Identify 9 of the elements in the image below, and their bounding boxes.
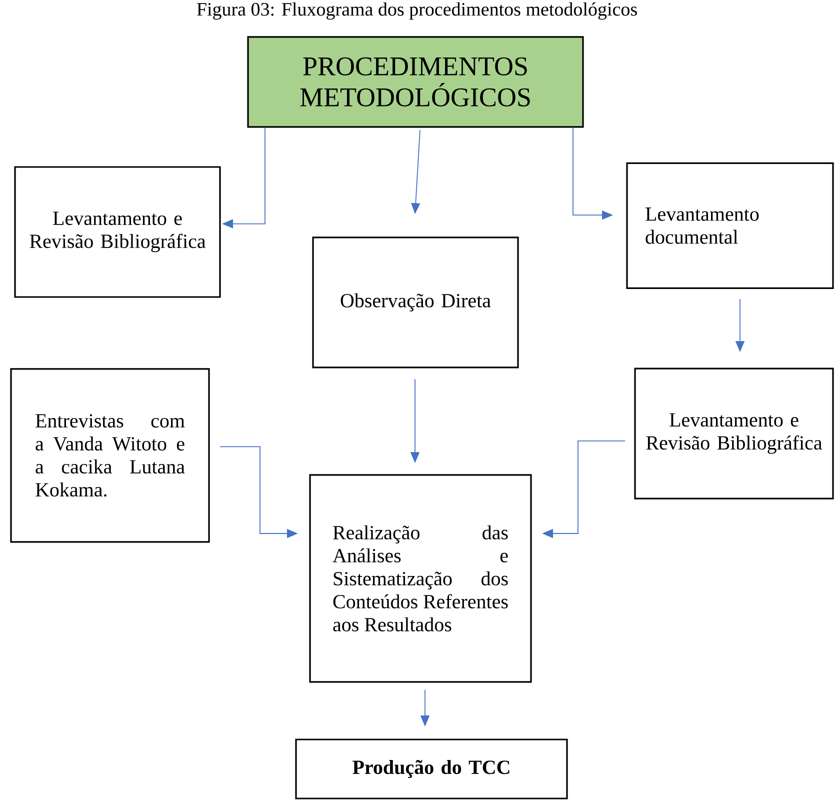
title-box: PROCEDIMENTOS METODOLÓGICOS — [247, 36, 584, 128]
process-box: Realização das Análises e Sistematização dos Conteúdos Referentes aos Resultados — [309, 474, 532, 683]
process-box: Observação Direta — [312, 236, 519, 368]
process-box: Levantamento e Revisão Bibliográfica — [634, 368, 834, 500]
process-box: Entrevistas com a Vanda Witoto e a cacika Lutana Kokama. — [10, 368, 210, 543]
process-box: Levantamento documental — [626, 162, 834, 289]
figure-title: Figura 03: Fluxograma dos procedimentos metodológicos — [196, 2, 637, 20]
process-box: Produção do TCC — [295, 738, 568, 800]
process-box: Levantamento e Revisão Bibliográfica — [14, 166, 221, 298]
